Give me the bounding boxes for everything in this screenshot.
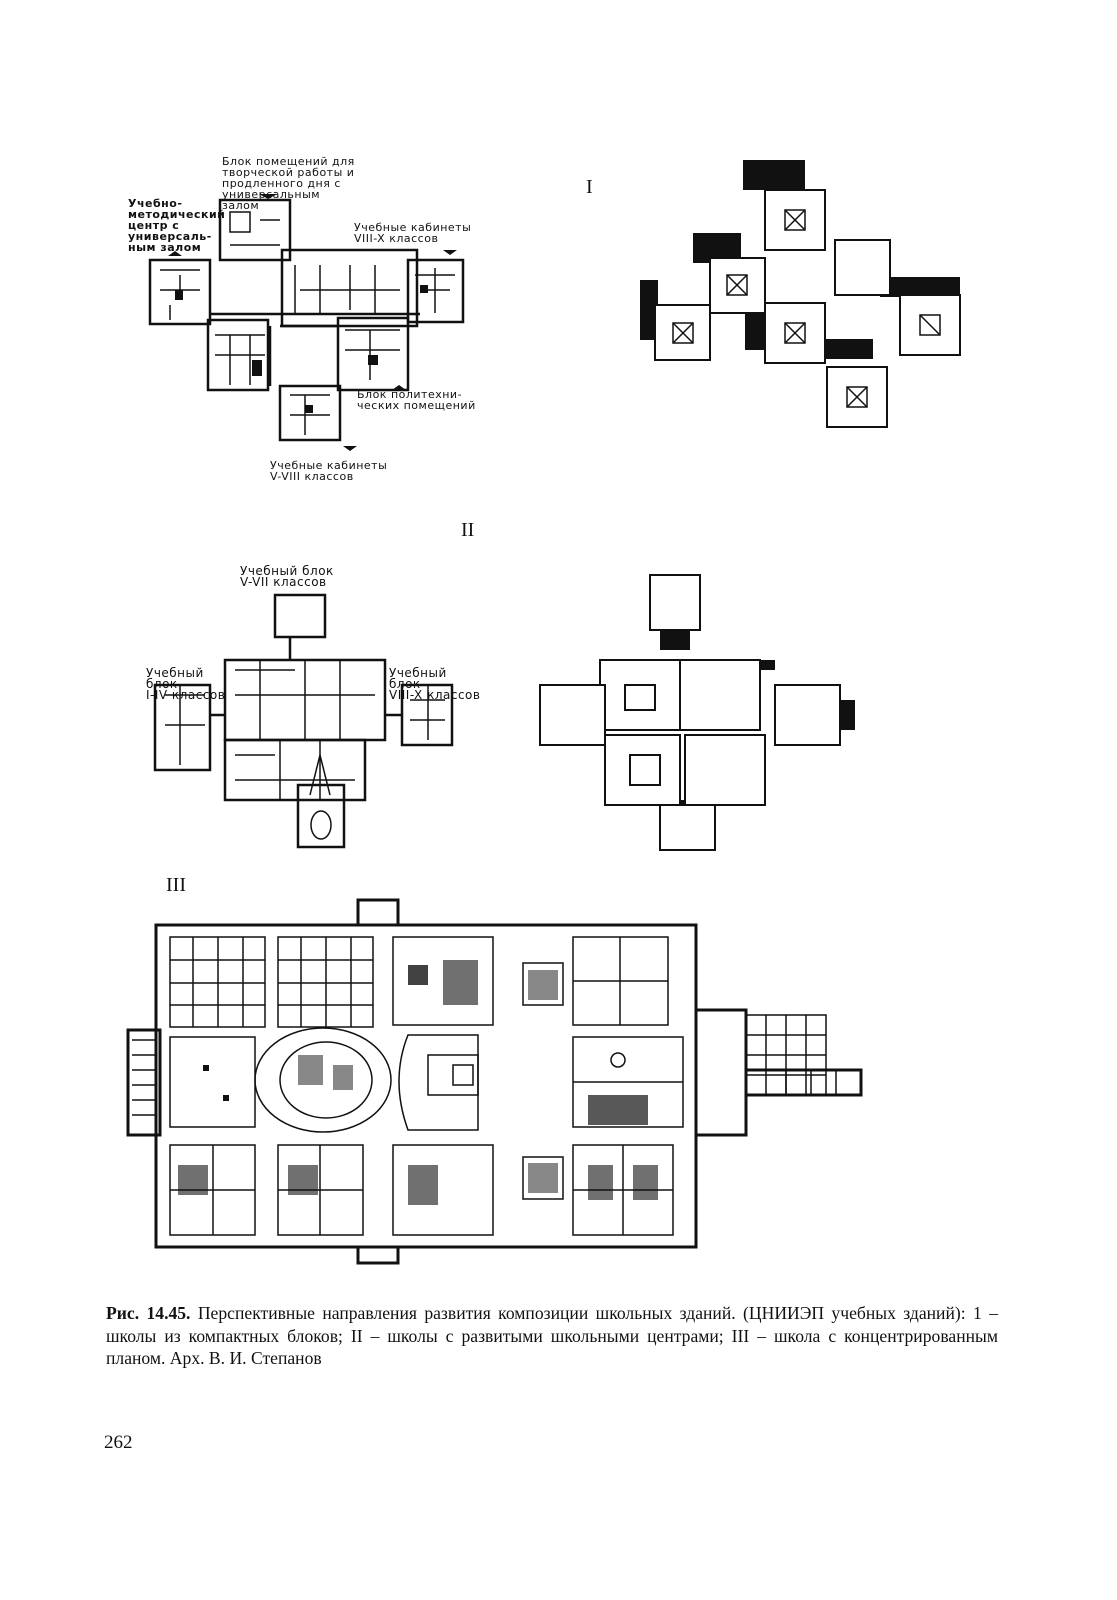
plan-III [126,898,863,1265]
label-block-5-7: Учебный блок V-VII классов [240,564,334,589]
page-number: 262 [104,1432,133,1453]
label-classes-8-10: Учебные кабинеты VIII-X классов [354,221,472,245]
perspective-II [539,574,855,851]
label-block-1-4: Учебный блок I-IV классов [146,666,226,702]
plan-II [153,593,454,849]
perspective-I [640,160,961,428]
figure-caption: Рис. 14.45. Перспективные направления ра… [106,1302,998,1370]
caption-text: Перспективные направления развития компо… [106,1303,998,1368]
label-classes-5-8: Учебные кабинеты V-VIII классов [270,459,388,483]
label-polytech-block: Блок политехни- ческих помещений [357,388,476,412]
label-methodical-center: Учебно- методический центр с универсаль-… [128,197,226,254]
caption-number: Рис. 14.45. [106,1303,191,1323]
figure-label-II: II [461,519,475,541]
plan-I [148,194,465,451]
figure-label-I: I [586,176,593,198]
label-block-8-10: Учебный блок VIII-X классов [389,666,481,702]
figure-label-III: III [166,874,186,896]
